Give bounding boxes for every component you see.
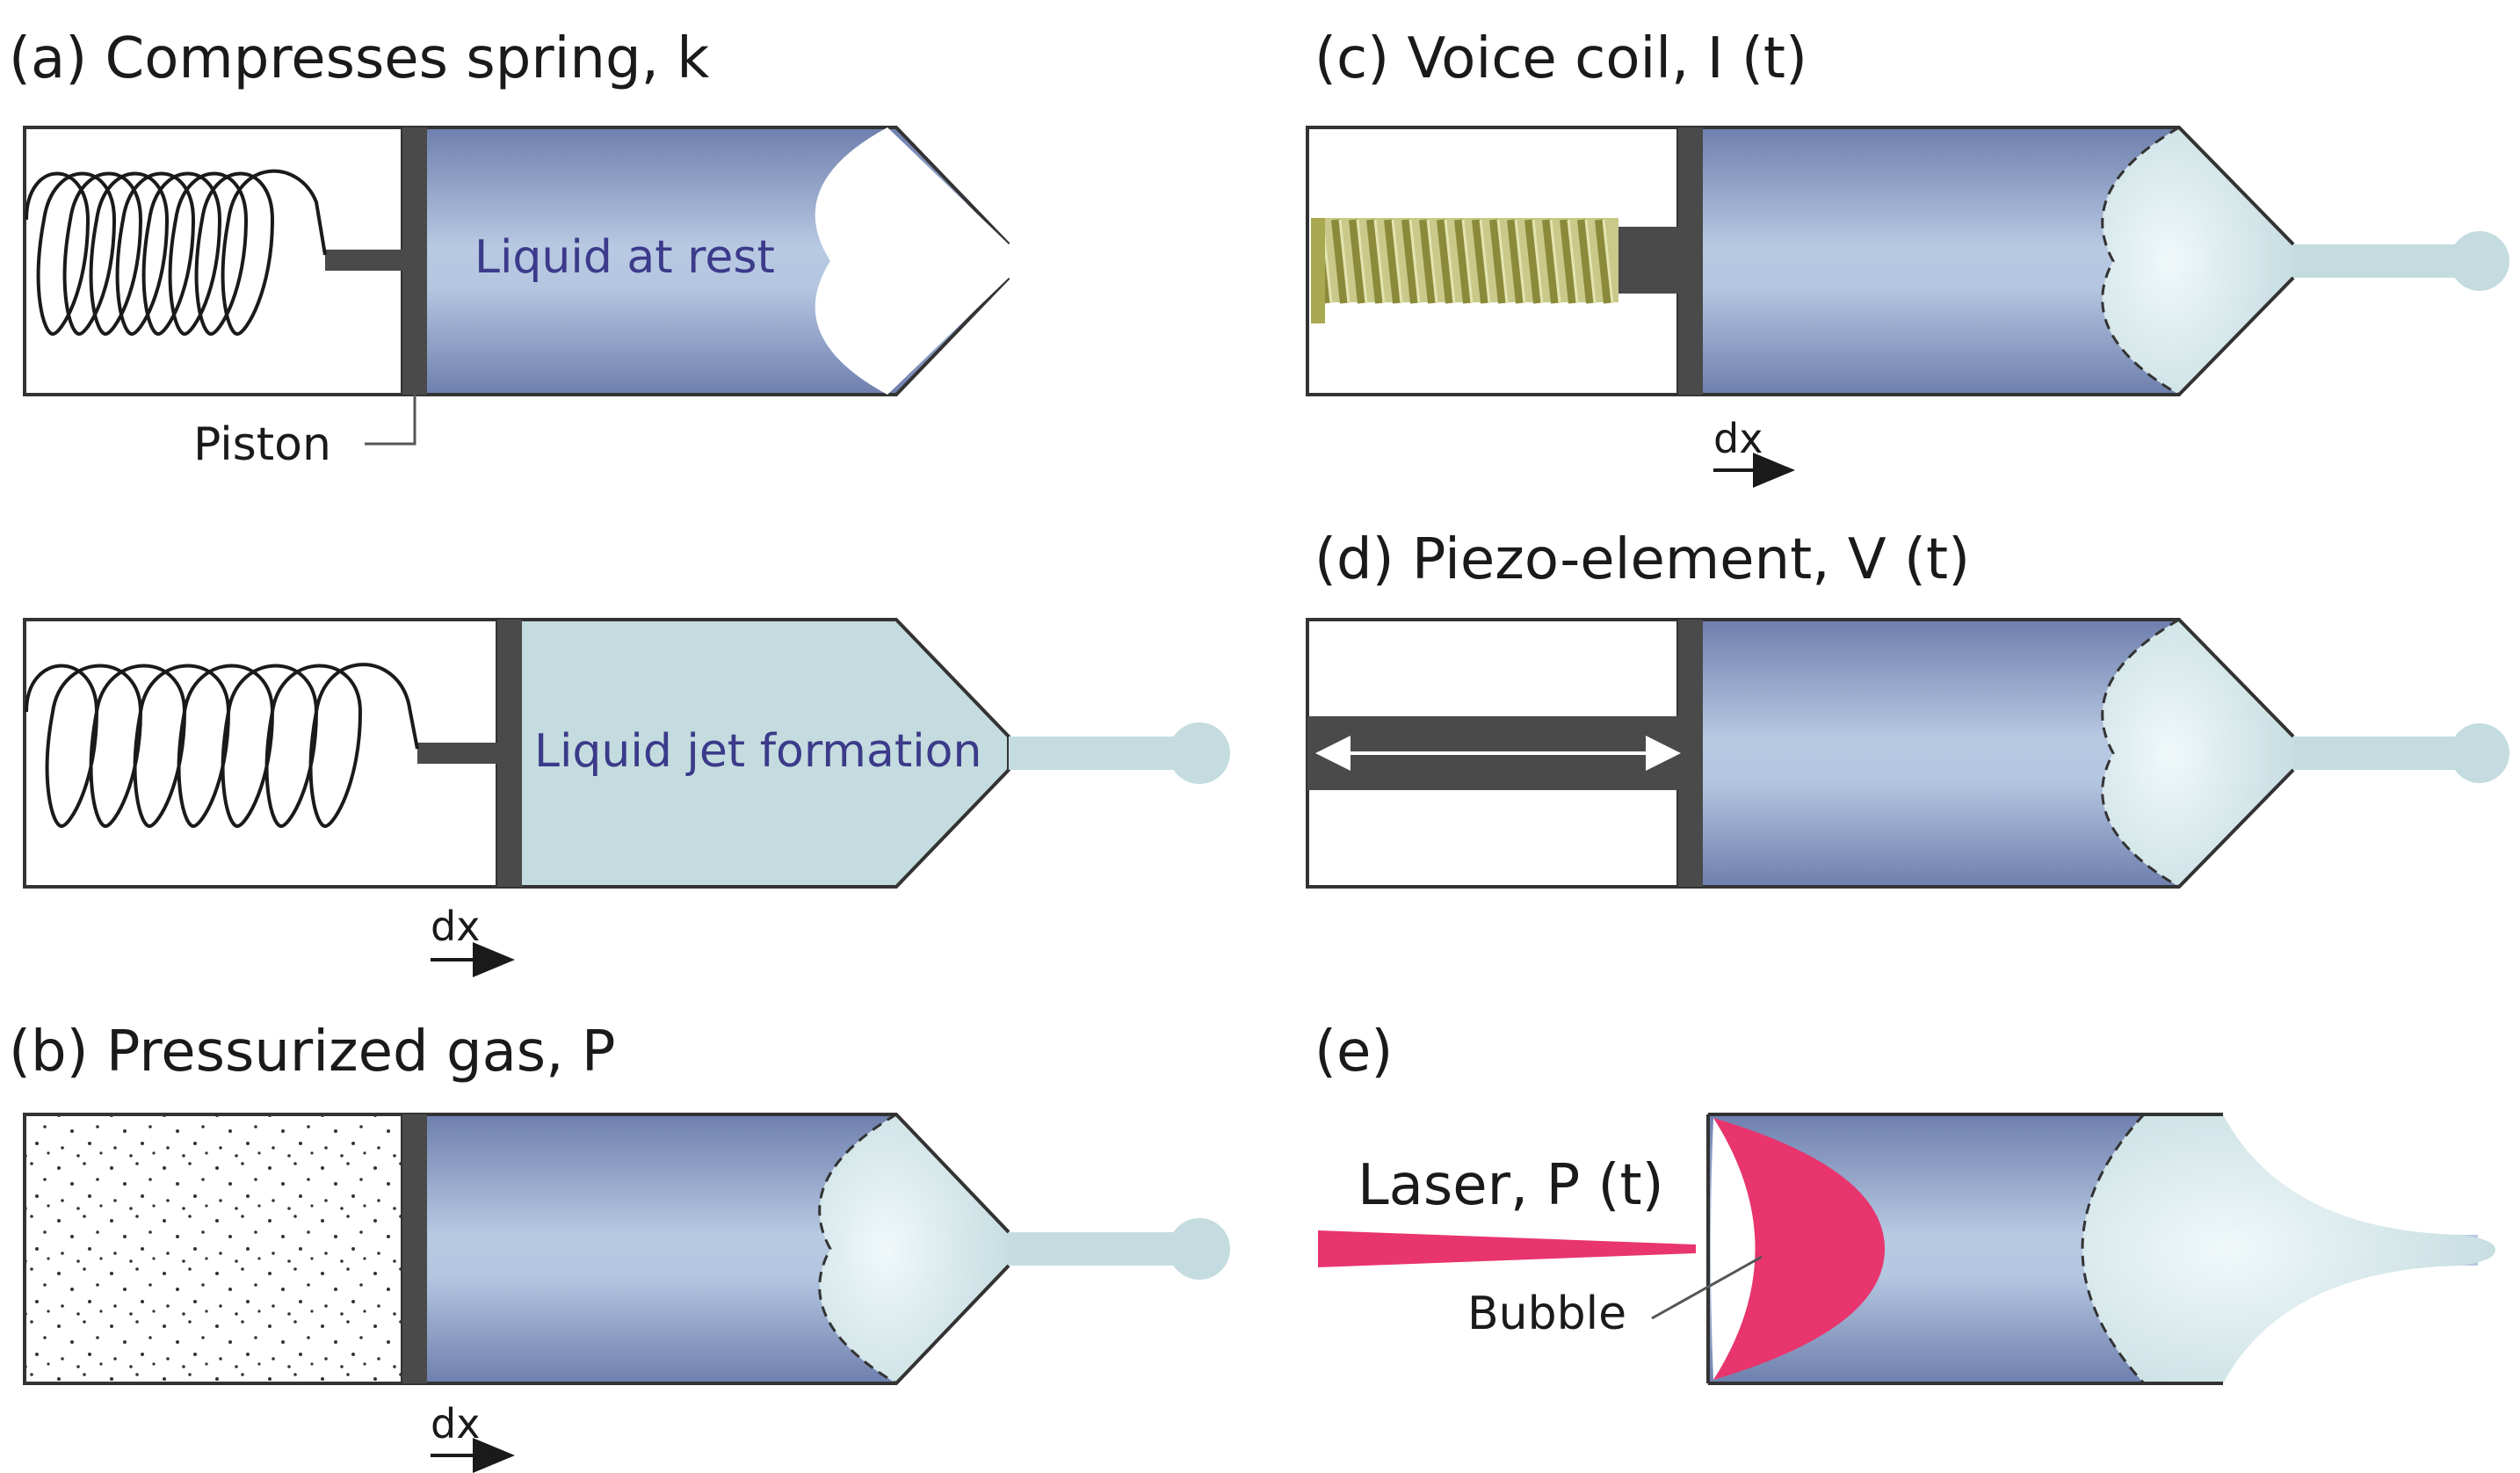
piston-leader-line	[365, 395, 416, 446]
dx-label-c: dx	[1713, 415, 1763, 462]
panel-b-title: (b) Pressurized gas, P	[9, 1019, 615, 1085]
piston-b	[402, 1114, 427, 1383]
nozzle-cone-d	[2102, 620, 2293, 887]
bubble-leader-line	[1651, 1255, 1763, 1320]
spring	[25, 169, 327, 337]
liquid-at-rest-label: Liquid at rest	[474, 231, 775, 284]
dx-label-a: dx	[431, 903, 480, 950]
nozzle-cone-c	[2102, 127, 2293, 395]
droplet	[1169, 722, 1230, 784]
panel-e: (e) Laser, P (t) Bubble	[1314, 1019, 2495, 1385]
laser-label: Laser, P (t)	[1358, 1153, 1664, 1218]
droplet-b	[1169, 1218, 1230, 1280]
panel-a: (a) Compresses spring, k Liquid at rest …	[9, 26, 1230, 977]
voice-coil	[1311, 218, 1618, 323]
nozzle-jet-e	[2082, 1114, 2495, 1383]
piston-rod-c	[1617, 227, 1680, 294]
piston-2	[497, 620, 522, 887]
droplet-c	[2450, 231, 2509, 291]
gas-chamber	[23, 1113, 404, 1385]
jet-formation-label: Liquid jet formation	[534, 725, 981, 778]
bubble	[1711, 1118, 1756, 1380]
bubble-crescent	[1713, 1118, 1885, 1380]
syringe-jet: Liquid jet formation dx	[23, 618, 1230, 977]
panel-e-title: (e)	[1314, 1019, 1393, 1085]
syringe-rest: Liquid at rest Piston	[23, 126, 1010, 471]
piston-rod	[325, 250, 404, 271]
panel-b: (b) Pressurized gas, P dx	[9, 1019, 1230, 1473]
piston-label: Piston	[193, 418, 331, 471]
laser-beam	[1318, 1230, 1696, 1267]
bubble-label: Bubble	[1467, 1288, 1626, 1340]
piston-rod-2	[417, 743, 499, 764]
panel-a-title: (a) Compresses spring, k	[9, 26, 709, 91]
piston-d	[1678, 620, 1703, 887]
meniscus	[815, 127, 1009, 395]
spring-extended	[25, 663, 419, 829]
dx-label-b: dx	[431, 1400, 480, 1448]
panel-c-title: (c) Voice coil, I (t)	[1314, 26, 1807, 91]
panel-d: (d) Piezo-element, V (t)	[1306, 527, 2509, 889]
panel-c: (c) Voice coil, I (t) dx	[1306, 26, 2509, 488]
droplet-d	[2450, 723, 2509, 783]
piston-c	[1678, 127, 1703, 395]
nozzle-cone-b	[819, 1114, 1009, 1383]
piston	[402, 127, 427, 395]
panel-d-title: (d) Piezo-element, V (t)	[1314, 527, 1970, 592]
